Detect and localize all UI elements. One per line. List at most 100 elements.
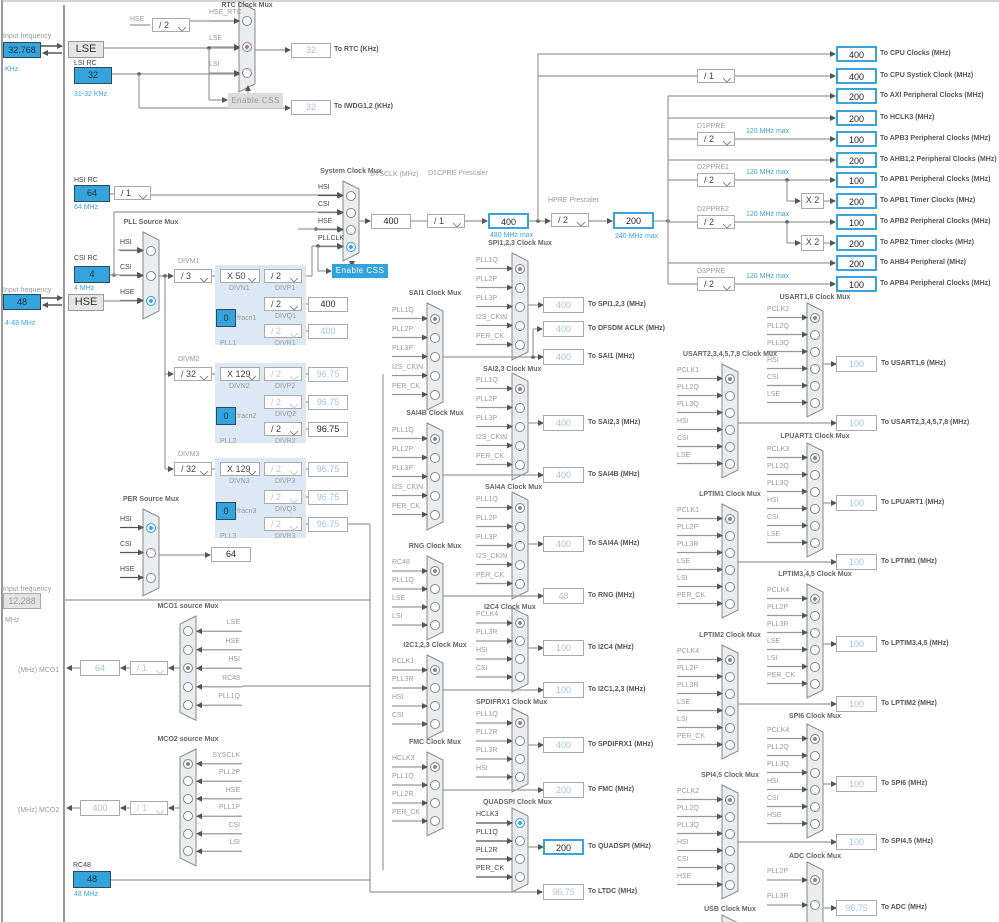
mux-radio-option[interactable] xyxy=(810,329,820,340)
mux-radio-option[interactable] xyxy=(430,701,440,711)
mco2-divider-dropdown[interactable]: / 1 xyxy=(130,801,168,815)
mux-radio-option[interactable] xyxy=(515,383,525,394)
mux-radio-option[interactable] xyxy=(430,780,440,790)
fracn-input[interactable]: 0 xyxy=(216,502,236,520)
mux-radio-option[interactable] xyxy=(810,644,820,655)
mux-radio-option[interactable] xyxy=(810,503,820,514)
bus-clock-box[interactable]: 200 xyxy=(836,110,877,126)
mux-radio-option[interactable] xyxy=(810,452,820,463)
bus-clock-box[interactable]: 100 xyxy=(836,172,877,188)
fracn-input[interactable]: 0 xyxy=(216,407,236,425)
mux-radio-option[interactable] xyxy=(430,433,440,444)
mux-radio-option[interactable] xyxy=(810,900,820,910)
mux-radio-option[interactable] xyxy=(183,626,193,637)
mux-radio-option[interactable] xyxy=(430,762,440,772)
mux-radio-option[interactable] xyxy=(430,798,440,808)
mux-radio-option[interactable] xyxy=(725,564,735,575)
bus-prescaler-dropdown[interactable]: / 1 xyxy=(697,69,735,83)
mco1-divider-dropdown[interactable]: / 1 xyxy=(130,661,168,675)
mux-radio-option[interactable] xyxy=(725,862,735,873)
mux-radio-option[interactable] xyxy=(725,441,735,452)
mux-radio-option[interactable] xyxy=(515,339,525,350)
bus-clock-box[interactable]: 100 xyxy=(836,214,877,230)
mux-radio-option[interactable] xyxy=(515,736,525,746)
divm-dropdown[interactable]: / 32 xyxy=(174,367,212,381)
mux-radio-option[interactable] xyxy=(346,224,356,235)
mux-radio-option[interactable] xyxy=(183,828,193,839)
mux-radio-option[interactable] xyxy=(183,776,193,787)
mux-radio-option[interactable] xyxy=(725,794,735,805)
pll-output-divider-dropdown[interactable]: / 2 xyxy=(264,490,302,504)
output-frequency-box[interactable]: 100 xyxy=(836,495,877,511)
rc48-value[interactable]: 48 xyxy=(73,871,111,888)
pll-output-divider-dropdown[interactable]: / 2 xyxy=(264,367,302,381)
output-frequency-box[interactable]: 200 xyxy=(543,782,584,798)
output-frequency-box[interactable]: 200 xyxy=(543,839,584,855)
bus-clock-box[interactable]: 200 xyxy=(836,193,877,209)
mux-radio-option[interactable] xyxy=(725,598,735,609)
output-frequency-box[interactable]: 400 xyxy=(543,321,584,337)
mux-radio-option[interactable] xyxy=(183,663,193,674)
mux-radio-option[interactable] xyxy=(515,320,525,331)
lse-oscillator[interactable]: LSE xyxy=(68,41,104,58)
mux-radio-option[interactable] xyxy=(515,654,525,664)
hsi-divider-dropdown[interactable]: / 1 xyxy=(114,186,151,200)
mux-radio-option[interactable] xyxy=(810,593,820,604)
to-iwdg-box[interactable]: 32 xyxy=(291,100,331,115)
mux-radio-option[interactable] xyxy=(346,190,356,201)
mux-radio-option[interactable] xyxy=(810,469,820,480)
output-frequency-box[interactable]: 100 xyxy=(836,554,877,570)
mux-radio-option[interactable] xyxy=(430,602,440,612)
bus-prescaler-dropdown[interactable]: / 2 xyxy=(697,173,735,187)
mux-radio-option[interactable] xyxy=(515,459,525,470)
mux-radio-option[interactable] xyxy=(430,620,440,630)
mux-radio-option[interactable] xyxy=(810,767,820,778)
mux-radio-option[interactable] xyxy=(725,705,735,716)
bus-prescaler-dropdown[interactable]: / 2 xyxy=(697,132,735,146)
mux-radio-option[interactable] xyxy=(725,390,735,401)
pll-output-value[interactable]: 96.75 xyxy=(308,367,348,382)
mux-radio-option[interactable] xyxy=(725,373,735,384)
mux-radio-option[interactable] xyxy=(515,754,525,764)
mux-radio-option[interactable] xyxy=(242,16,252,26)
mux-radio-option[interactable] xyxy=(515,636,525,646)
mux-radio-option[interactable] xyxy=(183,758,193,769)
mux-radio-option[interactable] xyxy=(430,332,440,343)
hse-oscillator[interactable]: HSE xyxy=(68,294,104,311)
mux-radio-option[interactable] xyxy=(430,471,440,482)
divm-dropdown[interactable]: / 3 xyxy=(174,269,212,283)
mux-radio-option[interactable] xyxy=(515,440,525,451)
output-frequency-box[interactable]: 100 xyxy=(543,640,584,656)
output-frequency-box[interactable]: 100 xyxy=(836,834,877,850)
output-frequency-box[interactable]: 400 xyxy=(543,297,584,313)
hsi-rc-value[interactable]: 64 xyxy=(74,185,110,202)
mux-radio-option[interactable] xyxy=(515,672,525,682)
divm-dropdown[interactable]: / 32 xyxy=(174,462,212,476)
pll-output-value[interactable]: 400 xyxy=(308,324,348,339)
mux-radio-option[interactable] xyxy=(515,559,525,570)
output-frequency-box[interactable]: 48 xyxy=(543,588,584,604)
output-frequency-box[interactable]: 400 xyxy=(543,415,584,431)
mux-radio-option[interactable] xyxy=(515,772,525,782)
mux-radio-option[interactable] xyxy=(430,509,440,520)
mux-radio-option[interactable] xyxy=(725,547,735,558)
mux-radio-option[interactable] xyxy=(515,818,525,828)
bus-clock-box[interactable]: 100 xyxy=(836,131,877,147)
cpu-clock-input[interactable]: 400 xyxy=(488,213,529,229)
mux-radio-option[interactable] xyxy=(183,681,193,692)
mux-radio-option[interactable] xyxy=(515,421,525,432)
pll-output-divider-dropdown[interactable]: / 2 xyxy=(264,517,302,531)
mux-radio-option[interactable] xyxy=(430,665,440,675)
pll-output-value[interactable]: 96.75 xyxy=(308,422,348,437)
bus-clock-box[interactable]: 400 xyxy=(836,46,877,62)
pll-output-divider-dropdown[interactable]: / 2 xyxy=(264,395,302,409)
mco1-value[interactable]: 64 xyxy=(80,660,120,676)
output-frequency-box[interactable]: 400 xyxy=(543,737,584,753)
output-frequency-box[interactable]: 100 xyxy=(836,415,877,431)
mux-radio-option[interactable] xyxy=(346,207,356,218)
output-frequency-box[interactable]: 100 xyxy=(543,682,584,698)
mco2-value[interactable]: 400 xyxy=(80,800,120,816)
bus-clock-box[interactable]: 200 xyxy=(836,235,877,251)
divn-dropdown[interactable]: X 50 xyxy=(220,269,260,283)
pll-output-value[interactable]: 96.75 xyxy=(308,462,348,477)
